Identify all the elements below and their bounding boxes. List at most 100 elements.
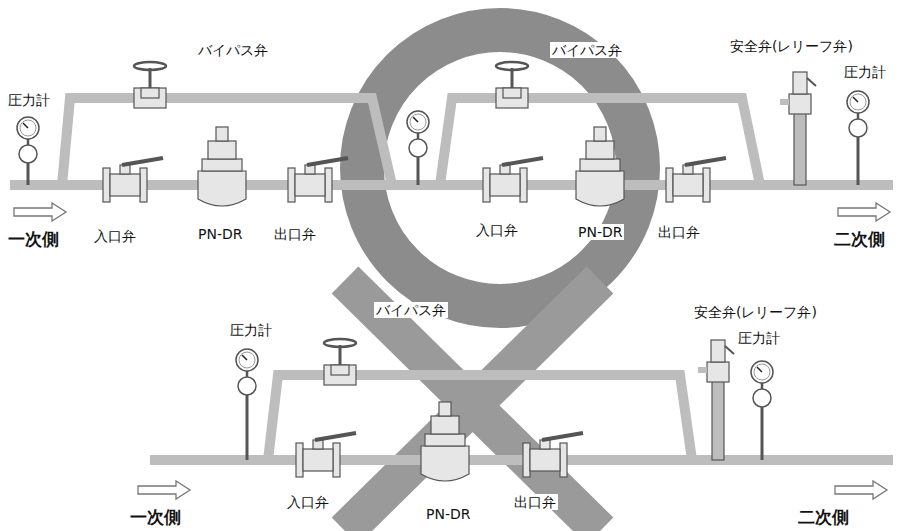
part-label: 圧力計: [228, 322, 274, 338]
gauge-stem: [857, 137, 860, 185]
flow-arrow: [14, 203, 66, 221]
prv-diaphragm: [425, 434, 465, 446]
gauge-needle: [23, 123, 28, 128]
part-label: PN-DR: [196, 226, 244, 242]
gauge-neck: [246, 371, 249, 377]
part-label: 入口弁: [285, 494, 331, 510]
safety-valve-bonnet: [793, 72, 807, 94]
ball-valve-body: [673, 174, 703, 196]
gauge-stem: [417, 157, 420, 185]
gauge-neck: [761, 383, 764, 389]
prv-diaphragm: [202, 159, 242, 171]
part-label: 一次側: [128, 508, 183, 528]
ball-valve-body: [490, 174, 520, 196]
prv-body: [421, 446, 469, 481]
part-label: 圧力計: [736, 330, 782, 346]
pressure-gauge: [236, 349, 258, 371]
pressure-gauge: [407, 111, 429, 133]
part-label: 安全弁(レリーフ弁): [728, 38, 855, 54]
siphon-tube: [849, 119, 867, 137]
prv-body: [576, 171, 624, 206]
ball-valve-body: [530, 449, 560, 471]
valve-handle: [502, 158, 543, 165]
safety-valve-body: [707, 362, 729, 382]
prv-spring-case: [208, 141, 236, 159]
gauge-stem: [27, 163, 30, 185]
valve-handle: [542, 433, 583, 440]
part-label: 圧力計: [842, 64, 888, 80]
part-label: バイパス弁: [550, 42, 624, 58]
valve-flange: [483, 168, 490, 202]
siphon-tube: [19, 145, 37, 163]
gauge-neck: [857, 113, 860, 119]
wrong-mark: [345, 280, 600, 531]
part-label: 出口弁: [656, 224, 702, 240]
handwheel: [324, 339, 356, 347]
pressure-gauge: [847, 91, 869, 113]
part-label: 入口弁: [92, 228, 138, 244]
safety-valve-body: [789, 94, 811, 114]
part-label: 出口弁: [272, 226, 318, 242]
gauge-dial: [754, 364, 770, 380]
part-label: PN-DR: [576, 224, 624, 240]
valve-handle: [122, 158, 163, 165]
gauge-dial: [850, 94, 866, 110]
prv-spring-case: [431, 416, 459, 434]
flow-arrow: [835, 481, 887, 499]
safety-valve-bonnet: [711, 340, 725, 362]
prv-adjust-screw: [216, 127, 228, 141]
gauge-dial: [410, 114, 426, 130]
gauge-needle: [757, 367, 762, 372]
pressure-gauge: [17, 117, 39, 139]
prv-body: [198, 171, 246, 206]
gauge-stem: [246, 395, 249, 460]
valve-flange: [288, 168, 295, 202]
part-label: 安全弁(レリーフ弁): [692, 304, 819, 320]
globe-bonnet: [141, 88, 159, 98]
part-label: 二次側: [832, 230, 887, 250]
globe-bonnet: [331, 365, 349, 375]
prv-adjust-screw: [594, 127, 606, 141]
valve-flange: [140, 168, 147, 202]
flow-arrow: [838, 203, 890, 221]
part-label: 一次側: [6, 230, 61, 250]
valve-flange: [296, 443, 303, 477]
main-pipe: [150, 455, 893, 465]
safety-valve-outlet: [780, 99, 789, 105]
valve-handle: [307, 158, 348, 165]
ball-valve-body: [110, 174, 140, 196]
prv-spring-case: [586, 141, 614, 159]
valve-flange: [333, 443, 340, 477]
siphon-tube: [238, 377, 256, 395]
valve-flange: [325, 168, 332, 202]
prv-diaphragm: [580, 159, 620, 171]
part-label: 圧力計: [6, 92, 52, 108]
handwheel: [134, 62, 166, 70]
valve-flange: [103, 168, 110, 202]
globe-valve-body: [324, 365, 356, 385]
correct-mark: [362, 30, 638, 306]
part-label: バイパス弁: [196, 42, 270, 58]
gauge-dial: [239, 352, 255, 368]
safety-valve-inlet: [712, 380, 724, 460]
valve-handle: [685, 158, 726, 165]
flow-arrow: [138, 481, 190, 499]
gauge-needle: [242, 355, 247, 360]
part-label: 二次側: [796, 508, 851, 528]
handwheel: [496, 62, 528, 70]
lift-lever: [807, 78, 816, 86]
prv-adjust-screw: [439, 402, 451, 416]
globe-valve-body: [496, 88, 528, 108]
gauge-needle: [853, 97, 858, 102]
globe-bonnet: [503, 88, 521, 98]
ball-valve-body: [295, 174, 325, 196]
siphon-tube: [409, 139, 427, 157]
valve-flange: [523, 443, 530, 477]
bypass-pipe: [268, 375, 692, 460]
part-label: 入口弁: [474, 222, 520, 238]
gauge-stem: [761, 407, 764, 460]
gauge-neck: [417, 133, 420, 139]
lift-lever: [725, 346, 734, 354]
safety-valve-outlet: [698, 367, 707, 373]
